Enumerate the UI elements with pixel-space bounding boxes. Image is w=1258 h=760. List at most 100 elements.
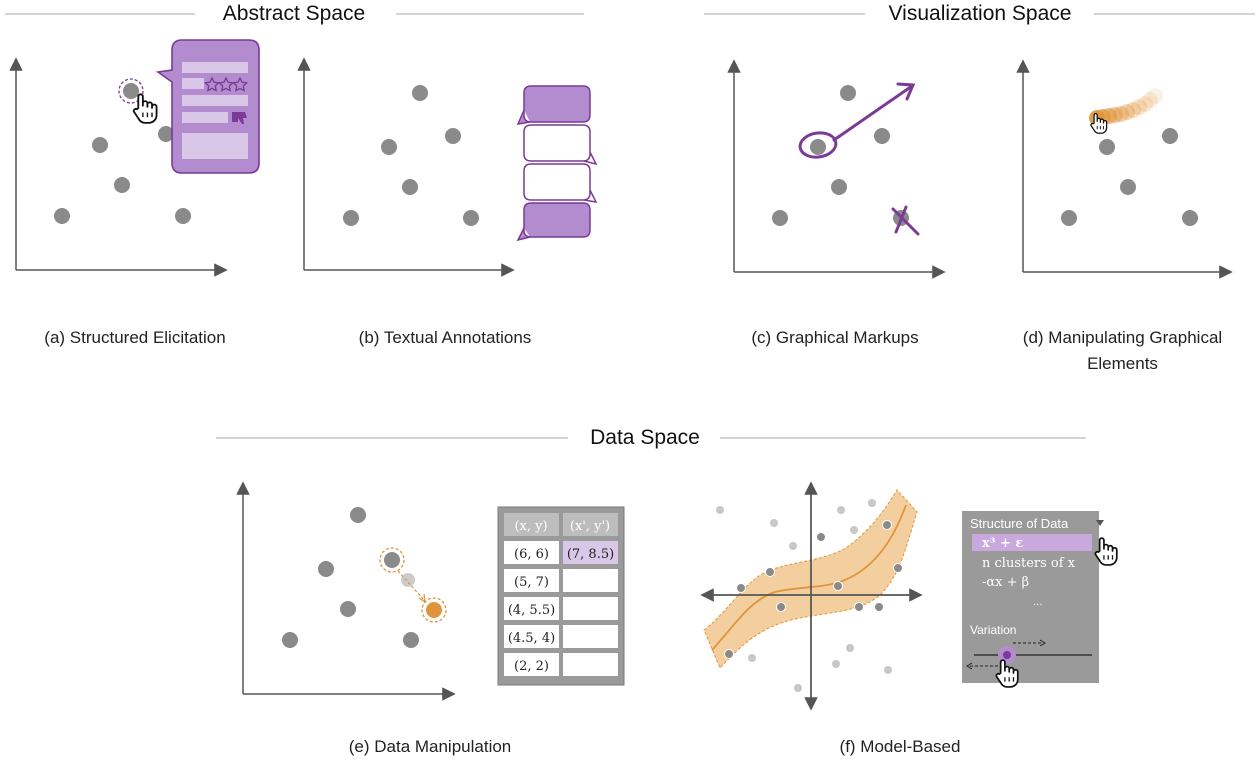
data-point [1120,179,1136,195]
data-point [403,632,419,648]
scatter-points [772,85,909,226]
move-indicator [379,547,447,623]
table-cell [504,597,559,620]
data-point [175,208,191,224]
data-space-title: Data Space [590,426,700,449]
star-rating[interactable] [203,76,249,92]
data-point [412,85,428,101]
speech-bubble-icon[interactable] [516,85,591,125]
caption-b: (b) Textual Annotations [358,328,532,347]
hand-pointer-icon [132,93,158,124]
axes [700,481,923,711]
annotation-bubbles [516,85,598,242]
selection-ring [118,78,144,104]
data-point [158,126,174,142]
panel-c-graphical-markups [727,59,946,279]
star-icon [203,76,221,92]
data-point [772,210,788,226]
model-option[interactable]: -αx + β [982,575,1029,590]
data-point [340,601,356,617]
arrow-head [896,82,916,101]
data-point [1162,128,1178,144]
model-option-selected[interactable]: x³ + ε [982,536,1023,551]
axes [236,481,456,701]
model-panel-title: Structure of Data [970,516,1069,531]
scatter-points [54,83,191,224]
cross-markup [891,205,920,236]
axes [1016,59,1233,279]
data-point[interactable] [384,552,400,568]
star-icon [217,76,235,92]
model-curve [711,504,907,651]
data-point [282,632,298,648]
caption-c: (c) Graphical Markups [751,328,919,347]
table-cell [504,653,559,676]
caption-d-line1: (d) Manipulating Graphical [1022,328,1223,347]
axes [297,57,515,277]
dropdown-triangle-icon[interactable] [1096,520,1104,526]
panel-f-model-based: Structure of Data x³ + ε n clusters of x… [700,481,1118,711]
table-edit-cell[interactable] [563,653,618,676]
data-point [463,210,479,226]
data-point [840,85,856,101]
table-header-xy: (x, y) [514,519,547,534]
thumbs-down-icon[interactable] [232,112,247,124]
elicitation-form-popup[interactable] [155,39,260,174]
section-rules [5,13,1255,439]
abstract-space-title: Abstract Space [222,2,366,25]
table-edit-cell[interactable] [563,597,618,620]
table-edit-cell[interactable] [563,541,618,564]
speech-bubble-icon[interactable] [523,163,598,203]
freehand-markup [798,82,920,236]
data-point[interactable] [123,83,139,99]
table-cell [504,625,559,648]
selected-option-highlight[interactable] [972,534,1092,551]
table-edit-cell[interactable] [563,625,618,648]
data-point [54,208,70,224]
data-point [1099,139,1115,155]
table-header-cell [504,513,559,536]
table-edit-cell[interactable] [563,569,618,592]
caption-e: (e) Data Manipulation [348,737,512,756]
data-point [381,139,397,155]
visualization-space-title: Visualization Space [888,2,1072,25]
data-table: (x, y) (x', y') (6, 6) (7, 8.5) (5, 7) (4, … [497,506,625,686]
table-cell-text: (5, 7) [514,575,549,590]
model-option-more[interactable]: ... [1033,597,1043,608]
table-cell-text: (6, 6) [514,547,549,562]
scatter-points [282,507,419,648]
data-point [1182,210,1198,226]
speech-bubble-icon[interactable] [523,124,598,166]
scatter-points [1061,128,1198,226]
fitted-points [724,520,903,659]
arrow-markup [832,84,914,142]
moved-point[interactable] [426,602,442,618]
panel-b-textual-annotations [297,57,598,277]
model-panel: Structure of Data x³ + ε n clusters of x… [962,511,1104,683]
table-header-xy-new: (x', y') [570,519,610,534]
star-icon [231,76,249,92]
model-option[interactable]: n clusters of x [982,556,1076,571]
panel-a-structured-elicitation [9,39,260,277]
table-cell-text: (7, 8.5) [567,547,614,562]
data-point [318,561,334,577]
speech-bubble-icon[interactable] [516,202,591,242]
table-rows: (6, 6) (7, 8.5) (5, 7) (4, 5.5) (4.5, 4) (2, … [504,541,618,676]
table-cell-text: (4.5, 4) [508,631,555,646]
data-point [92,137,108,153]
caption-f: (f) Model-Based [839,737,961,756]
data-point [874,128,890,144]
axes [9,57,228,277]
caption-d-line2: Elements [1087,354,1158,373]
variation-label: Variation [970,623,1016,637]
table-cell [504,541,559,564]
data-point [350,507,366,523]
data-point [831,179,847,195]
table-cell-text: (2, 2) [514,659,549,674]
data-point [1061,210,1077,226]
axes [727,59,946,279]
table-cell-text: (4, 5.5) [508,603,555,618]
table-cell [504,569,559,592]
panel-d-manipulating-elements [1016,59,1233,279]
table-header-cell [563,513,618,536]
